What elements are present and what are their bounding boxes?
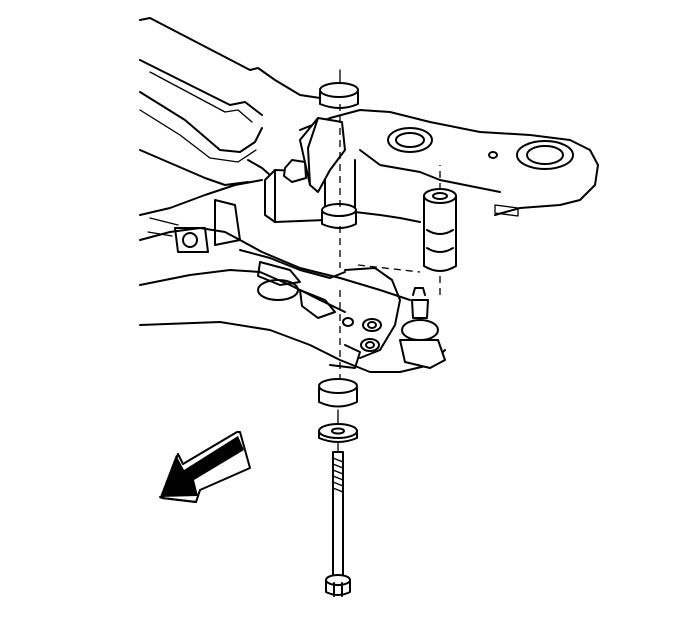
vehicle-front-arrow (159, 431, 251, 503)
frame-mount-block (264, 117, 346, 223)
retainer-washer (318, 423, 358, 453)
lower-bushing (318, 378, 358, 429)
assembly-axis-lines (339, 104, 421, 380)
stabilizer-link-upper-bushings (319, 69, 359, 229)
crossmember-frame (139, 17, 599, 223)
stabilizer-link-spacer (423, 165, 457, 300)
link-bolt (325, 451, 351, 597)
ball-joint (399, 287, 446, 369)
lower-control-arm (139, 199, 446, 373)
